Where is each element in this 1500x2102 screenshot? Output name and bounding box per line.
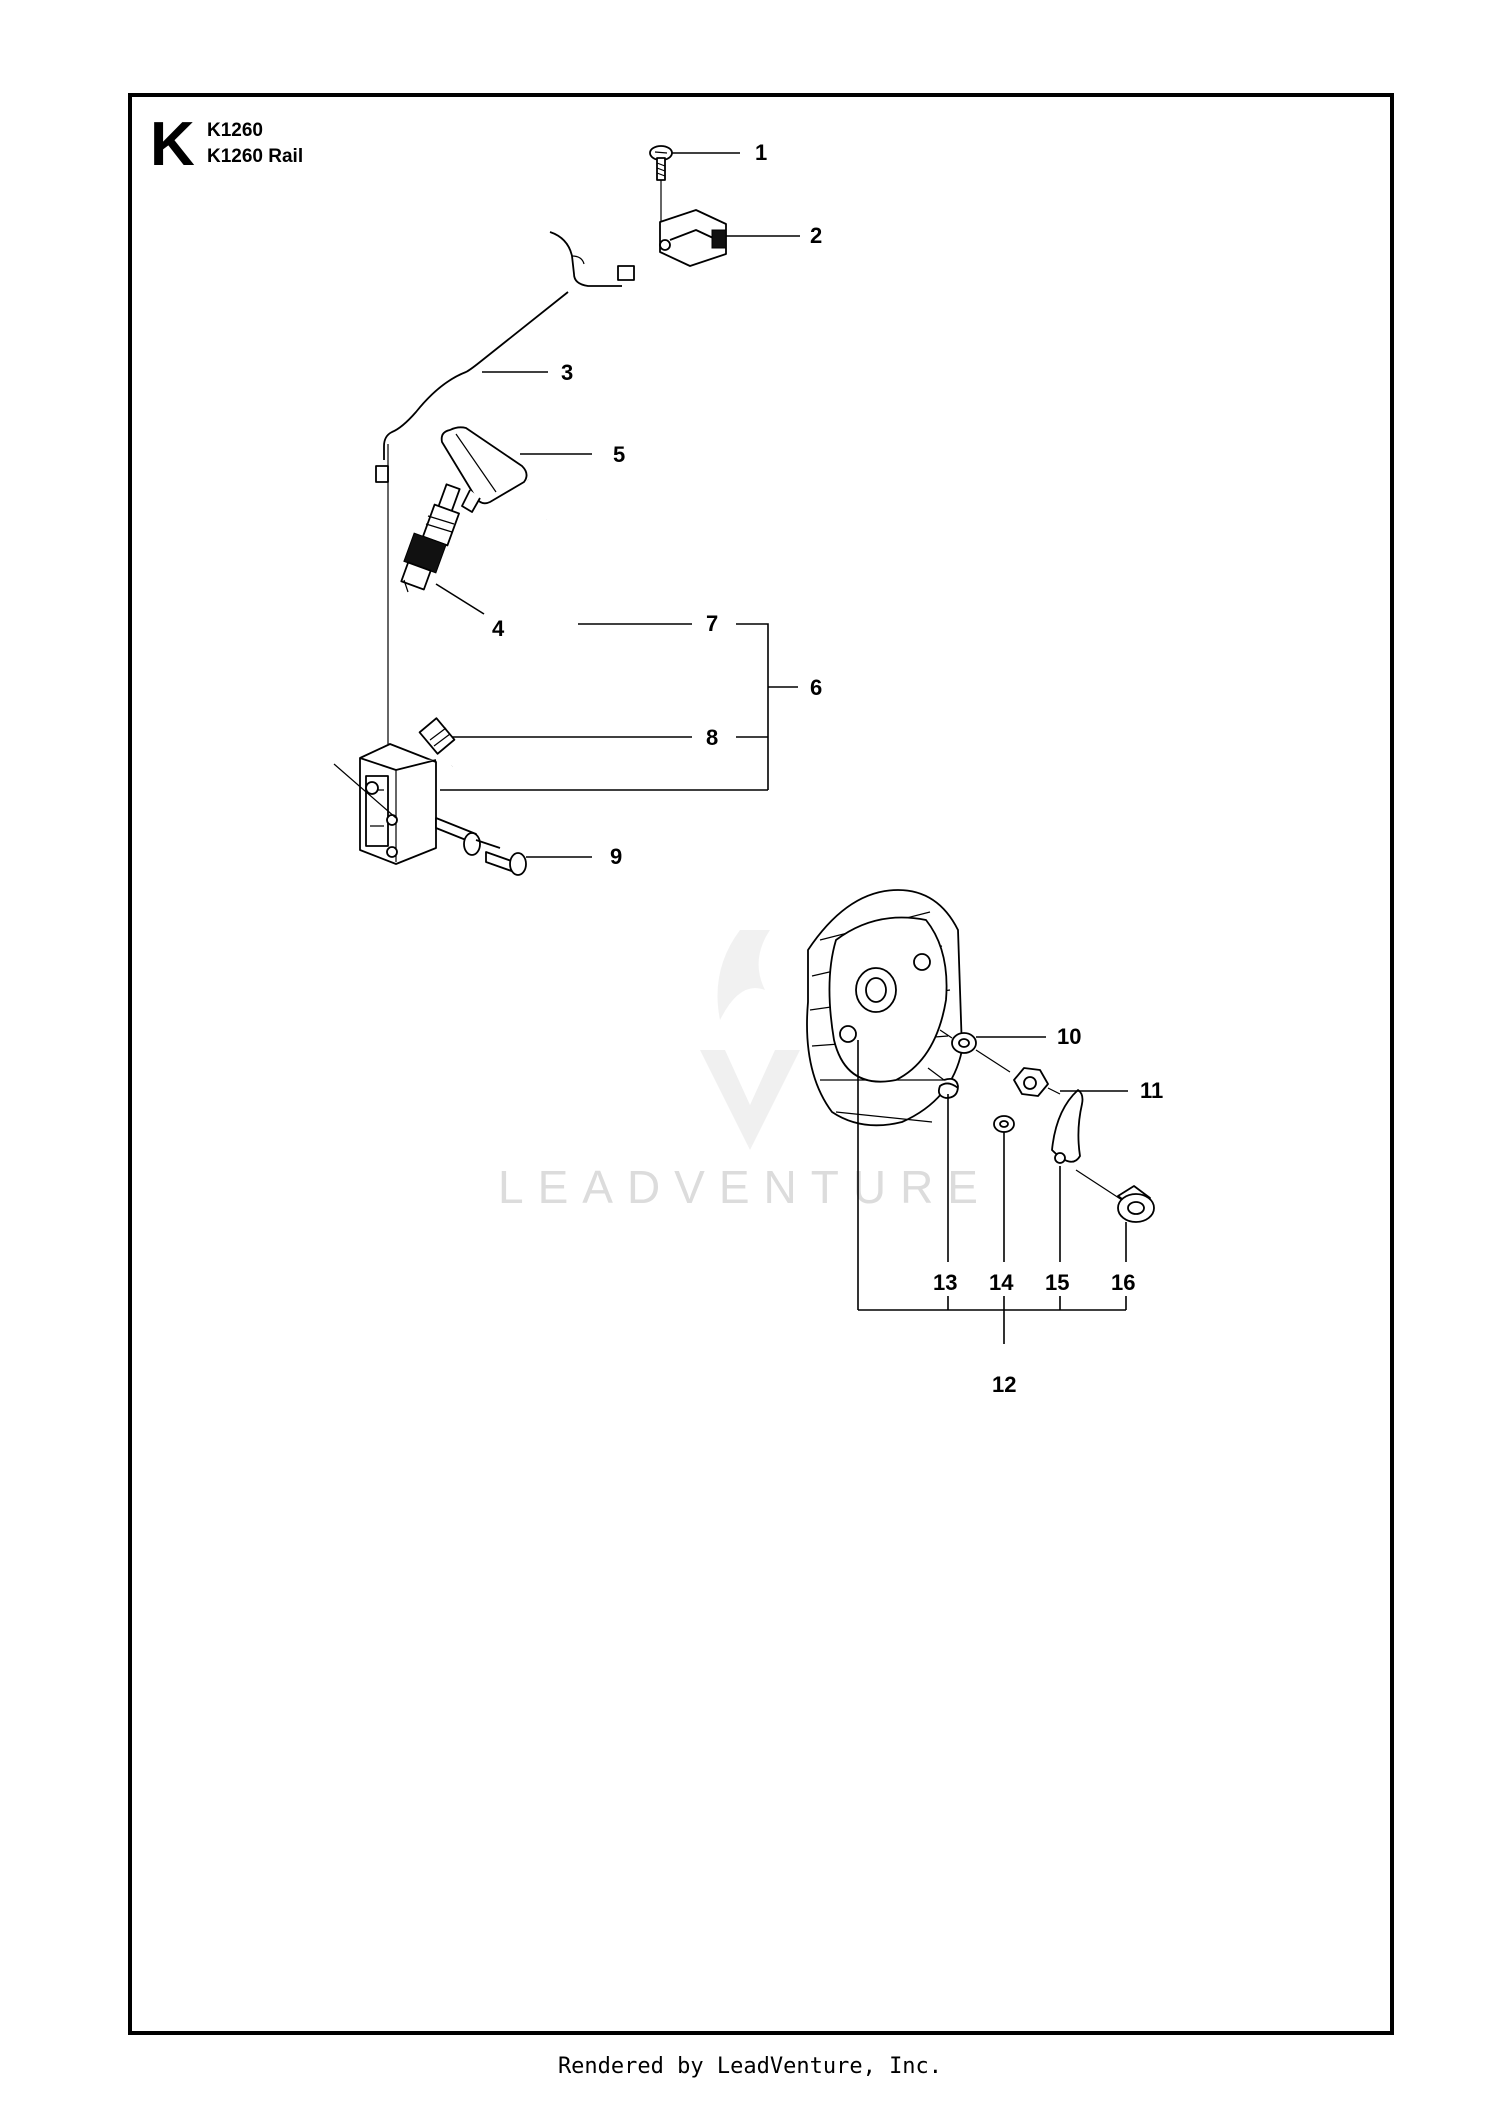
lead-terminal-part-8 [418,717,456,755]
callout-15: 15 [1045,1270,1069,1295]
watermark-logo-icon [700,930,800,1150]
callout-16: 16 [1111,1270,1135,1295]
callout-2: 2 [810,223,822,248]
model-name: K1260 [207,120,263,141]
cable-part-3 [375,231,635,483]
callout-4: 4 [492,616,505,641]
callout-3: 3 [561,360,573,385]
section-letter: K [150,110,195,179]
callout-10: 10 [1057,1024,1081,1049]
ignition-lead-part-7 [450,478,565,767]
callout-11: 11 [1140,1078,1163,1103]
callout-5: 5 [613,442,625,467]
washer-part-10 [939,1029,1011,1073]
pawl-part-15 [1051,1089,1123,1201]
module-screws-part-9 [435,817,527,876]
bolt-part-16 [1117,1185,1155,1223]
callout-1: 1 [755,140,767,165]
nut-part-11 [1013,1067,1061,1097]
callout-9: 9 [610,844,622,869]
spring-part-13 [927,1067,959,1099]
spark-plug-cap-part-5 [440,426,528,513]
callout-14: 14 [989,1270,1014,1295]
switch-part-2 [659,209,727,267]
small-washer-part-14 [993,1115,1015,1133]
callout-12: 12 [992,1372,1016,1397]
screw-part-1 [649,145,673,228]
callout-labels: 1 2 3 4 5 6 7 8 9 10 11 12 13 14 15 16 [492,140,1163,1397]
ignition-module-part-6 [333,444,437,865]
watermark: LEADVENTURE [498,1161,992,1213]
callout-13: 13 [933,1270,957,1295]
model-name-rail: K1260 Rail [207,146,304,167]
callout-8: 8 [706,725,718,750]
diagram-frame [128,93,1394,2035]
spark-plug-part-4 [400,483,461,593]
footer-credit: Rendered by LeadVenture, Inc. [557,2054,943,2079]
callout-6: 6 [810,675,822,700]
leader-lines [435,152,1128,1344]
callout-7: 7 [706,611,718,636]
